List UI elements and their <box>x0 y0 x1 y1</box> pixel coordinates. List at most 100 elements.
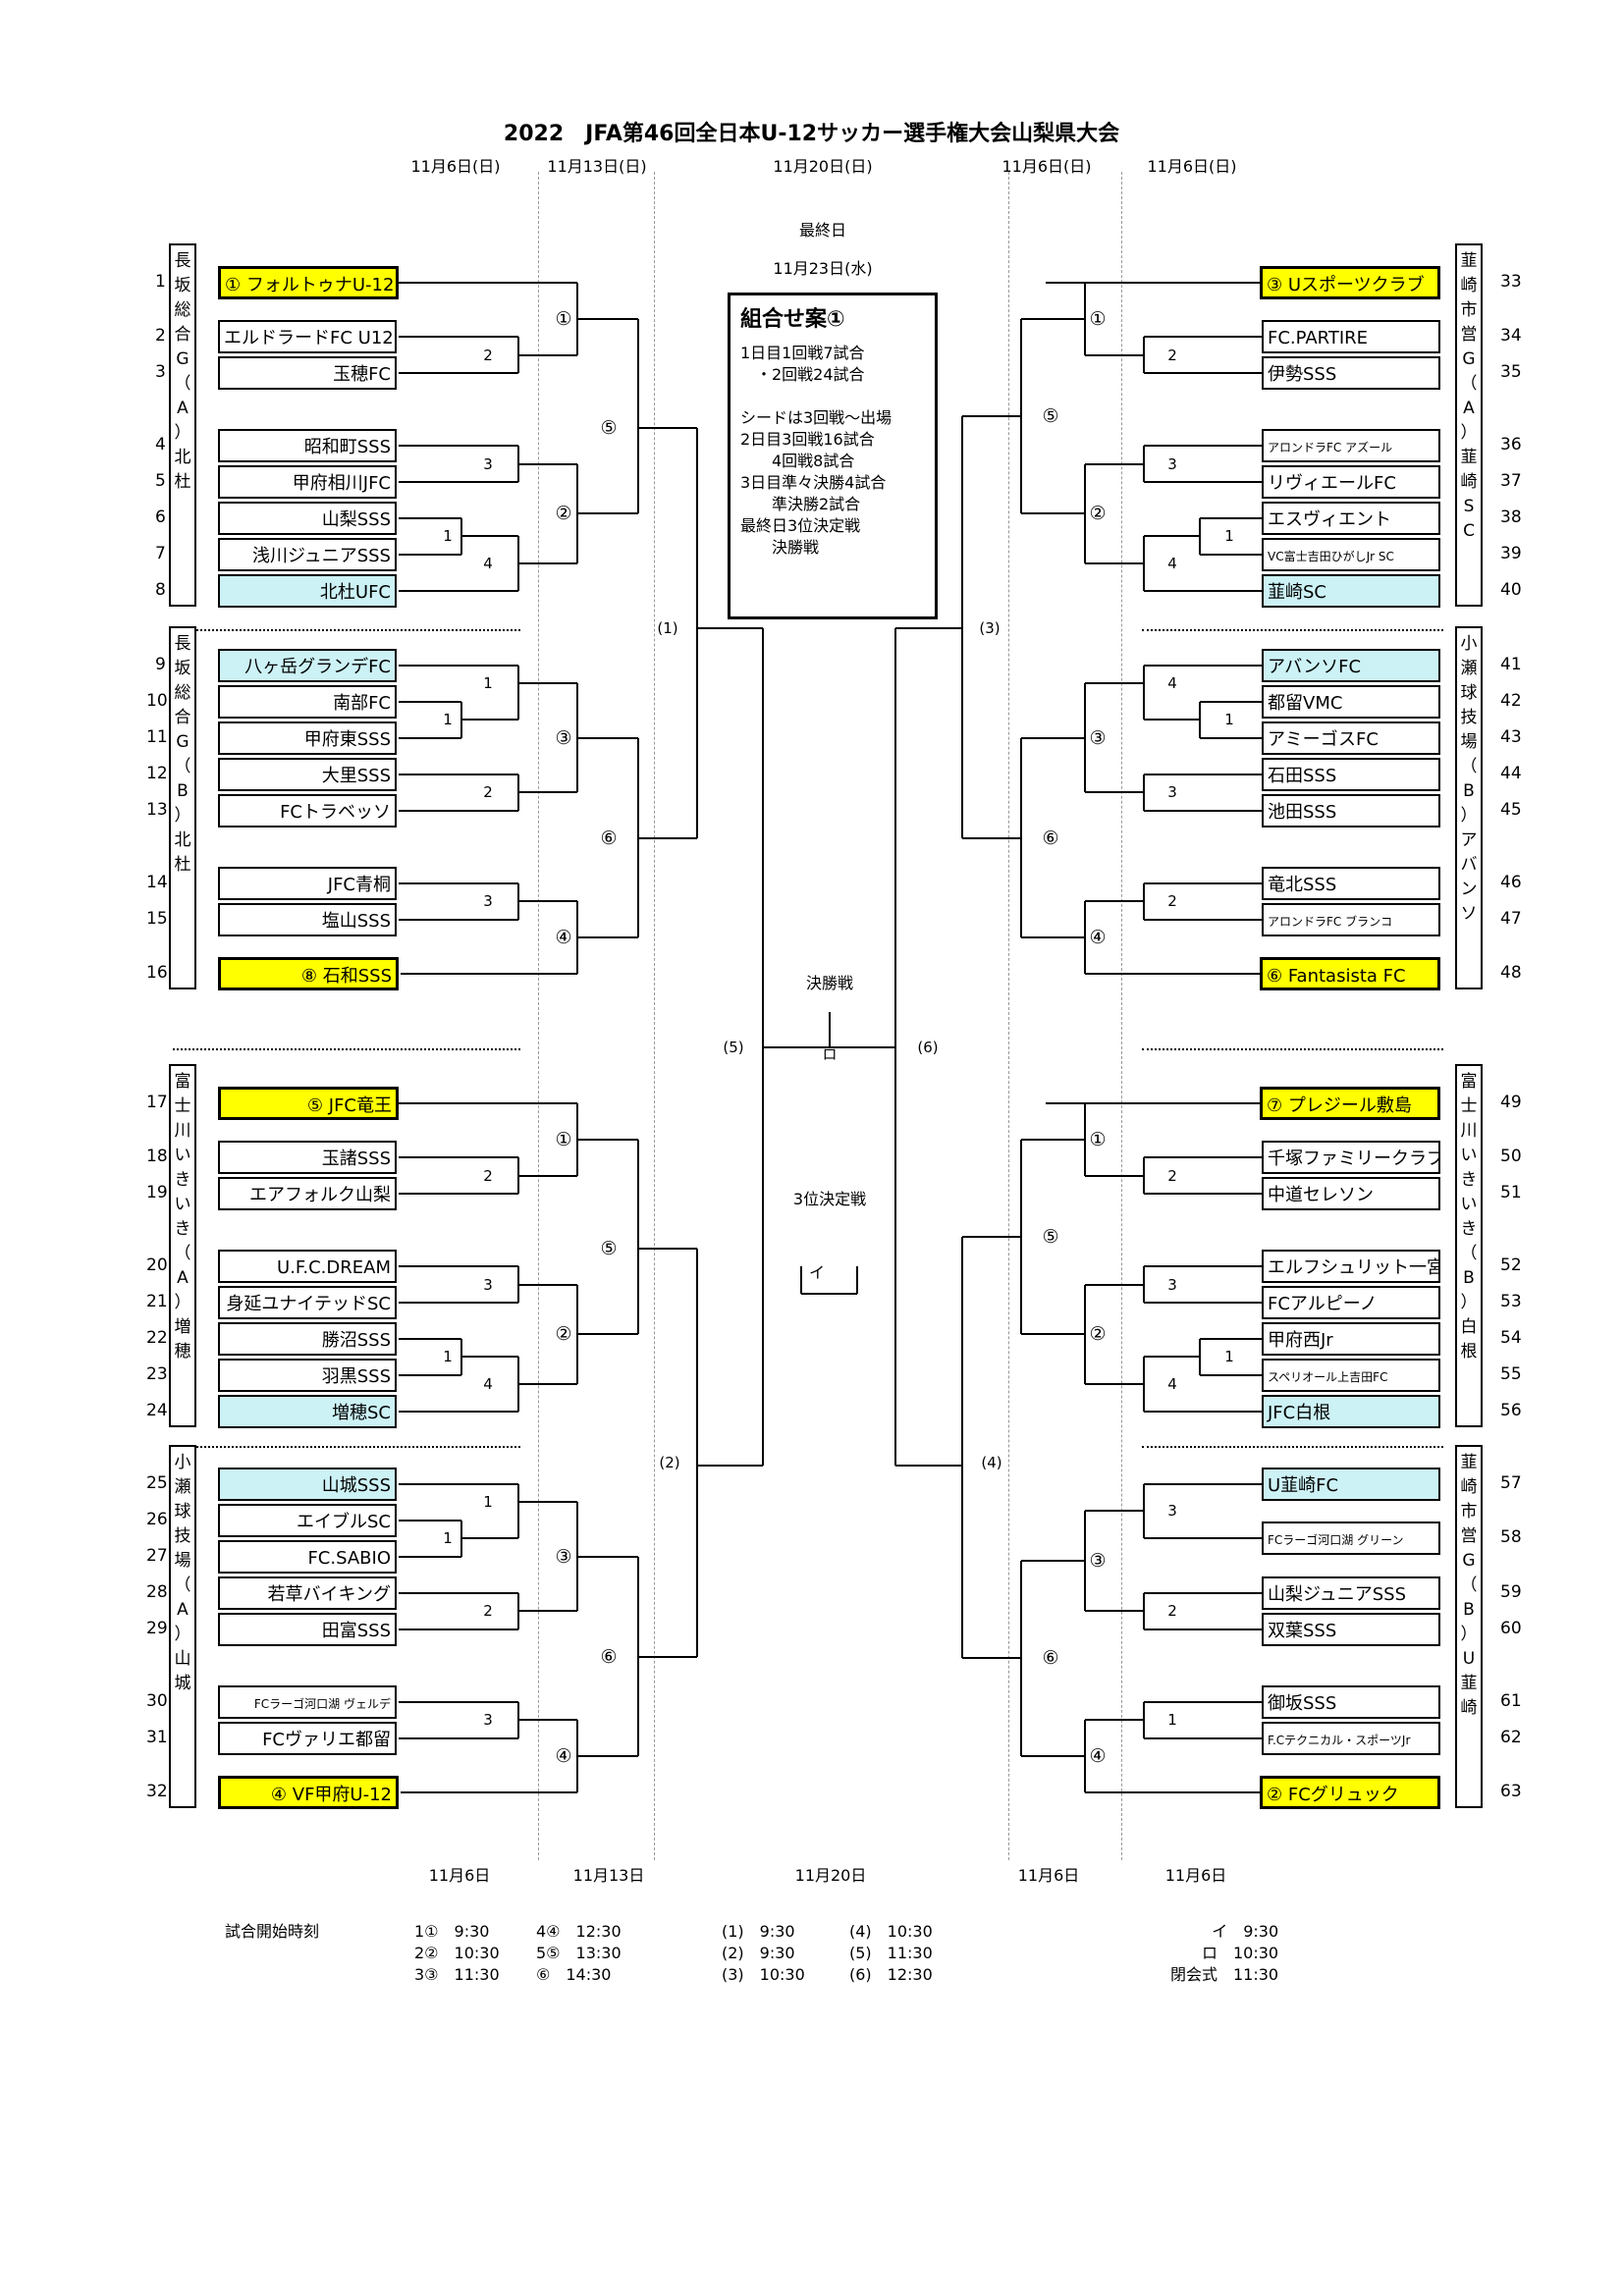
venue-char: ） <box>1460 806 1478 826</box>
bracket-line <box>696 428 698 838</box>
bracket-line <box>856 1266 858 1294</box>
match-label: 1 <box>481 674 495 692</box>
match-label: 3 <box>1165 455 1179 473</box>
venue-char: 長 <box>174 634 191 654</box>
team-box-right: アバンソFC <box>1262 649 1440 682</box>
bracket-line <box>895 1465 962 1467</box>
team-box-right: アロンドラFC アズール <box>1262 429 1440 462</box>
bracket-line <box>1144 719 1200 721</box>
venue-char: 杜 <box>174 472 191 492</box>
team-number: 37 <box>1500 471 1522 491</box>
match-label: 1 <box>441 1529 455 1547</box>
match-label: 4 <box>1165 555 1179 572</box>
venue-char: ア <box>1460 830 1478 850</box>
bracket-line <box>1200 1338 1262 1340</box>
bracket-line <box>1143 1357 1145 1412</box>
team-box-left: 羽黒SSS <box>218 1359 397 1392</box>
bracket-line <box>399 1701 518 1703</box>
venue-char: 長 <box>174 251 191 271</box>
team-number: 45 <box>1500 800 1522 820</box>
final-mark: ロ <box>822 1045 838 1063</box>
final-day-date: 11月23日(水) <box>773 259 873 278</box>
bracket-line <box>1020 1561 1022 1756</box>
venue-char: 営 <box>1460 1526 1478 1546</box>
venue-char: （ <box>1460 757 1478 776</box>
plan-line: 1日目1回戦7試合 <box>740 344 865 362</box>
bracket-line <box>399 1193 518 1195</box>
team-number: 14 <box>146 873 168 892</box>
bracket-line <box>829 1012 831 1047</box>
bracket-line <box>1021 1560 1085 1562</box>
match-label: ③ <box>555 1546 572 1568</box>
schedule-entry: 5⑤ 13:30 <box>536 1944 622 1962</box>
venue-char: 市 <box>1460 300 1478 320</box>
schedule-entry: イ 9:30 <box>1212 1922 1279 1941</box>
venue-char: 韮 <box>1460 1453 1478 1472</box>
match-label: ① <box>555 1129 572 1150</box>
team-box-right: VC富士吉田ひがしJr SC <box>1262 538 1440 571</box>
venue-char: 技 <box>1460 708 1478 727</box>
match-label: 1 <box>441 1348 455 1365</box>
venue-char: ） <box>174 423 191 443</box>
match-label: 1 <box>441 527 455 545</box>
date-header-r3-right: 11月6日(日) <box>1001 157 1092 176</box>
venue-char: 根 <box>1460 1342 1478 1362</box>
bracket-line <box>399 1156 518 1158</box>
team-box-left: 昭和町SSS <box>218 429 397 462</box>
venue-char: 場 <box>1460 732 1478 752</box>
venue-char: 坂 <box>174 276 191 295</box>
team-box-right: 双葉SSS <box>1262 1613 1440 1646</box>
bracket-line <box>1199 702 1201 738</box>
team-number: 29 <box>146 1619 168 1638</box>
team-number: 52 <box>1500 1255 1522 1275</box>
team-number: 4 <box>155 435 166 454</box>
team-box-left: JFC青桐 <box>218 867 397 900</box>
team-box-right: F.Cテクニカル・スポーツJr <box>1262 1722 1440 1755</box>
match-label: ⑤ <box>1042 405 1059 427</box>
venue-char: 白 <box>1460 1317 1478 1337</box>
bracket-line <box>1144 1701 1262 1703</box>
team-box-left: 甲府東SSS <box>218 721 397 755</box>
bracket-line <box>962 837 1021 839</box>
plan-line: 2日目3回戦16試合 <box>740 430 875 449</box>
match-label: 2 <box>481 1167 495 1185</box>
match-label: 2 <box>481 783 495 801</box>
bracket-line <box>1143 1593 1145 1629</box>
bracket-line <box>1144 1537 1262 1539</box>
schedule-entry: 4④ 12:30 <box>536 1922 622 1941</box>
venue-char: き <box>174 1219 191 1239</box>
venue-char: （ <box>174 1244 191 1263</box>
venue-char: 富 <box>1460 1072 1478 1092</box>
venue-char: ソ <box>1460 904 1478 924</box>
bracket-line <box>461 535 518 537</box>
bracket-line <box>577 936 638 938</box>
bracket-line <box>1144 535 1200 537</box>
venue-char: 坂 <box>174 659 191 678</box>
bracket-line <box>577 1139 638 1141</box>
venue-char: 崎 <box>1460 1698 1478 1718</box>
match-label: ④ <box>555 927 572 948</box>
team-number: 50 <box>1500 1147 1522 1166</box>
bracket-line <box>638 427 697 429</box>
team-box-right: ③ Uスポーツクラブ <box>1260 266 1440 299</box>
team-box-left: 玉諸SSS <box>218 1141 397 1174</box>
bracket-line <box>638 837 697 839</box>
team-number: 3 <box>155 362 166 382</box>
block-separator <box>173 629 520 631</box>
bracket-line <box>1144 665 1262 667</box>
venue-char: B <box>177 781 189 801</box>
match-label: ⑤ <box>600 417 618 439</box>
bracket-line <box>1144 919 1262 921</box>
match-label: ② <box>555 1323 572 1345</box>
bracket-line <box>637 1140 639 1334</box>
match-label: 1 <box>1165 1711 1179 1729</box>
column-guide <box>654 172 655 1860</box>
bracket-line <box>518 1175 577 1177</box>
match-label: 2 <box>1165 892 1179 910</box>
match-label: (1) <box>655 619 680 637</box>
schedule-label: 試合開始時刻 <box>225 1922 320 1941</box>
team-box-left: 南部FC <box>218 685 397 719</box>
team-box-left: FCラーゴ河口湖 ヴェルデ <box>218 1685 397 1719</box>
